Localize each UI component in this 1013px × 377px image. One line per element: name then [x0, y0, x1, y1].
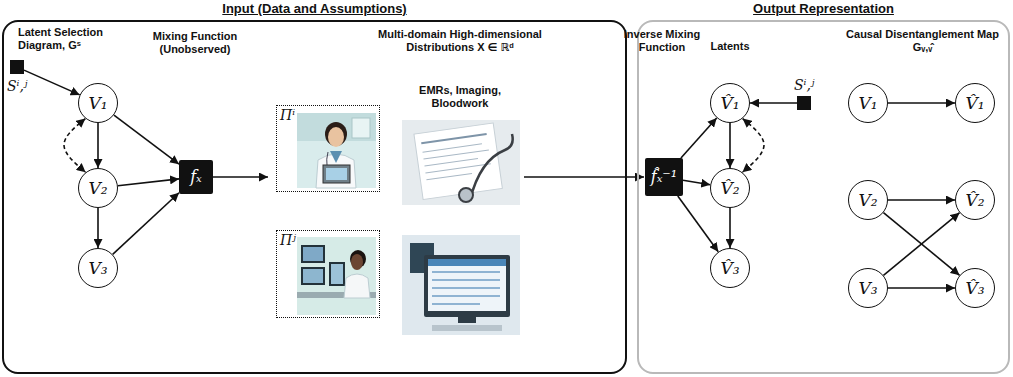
causal-arrow: [883, 213, 959, 276]
causal-arrow: [97, 208, 99, 248]
variable-node: V̂₁: [710, 83, 750, 123]
annotation-label: Mixing Function (Unobserved): [152, 30, 238, 56]
causal-arrow: [888, 199, 955, 201]
imaging-photo: [402, 235, 520, 335]
causal-arrow: [729, 208, 731, 248]
node-label: V₃: [858, 278, 877, 298]
annotation-label: Multi-domain High-dimensional Distributi…: [355, 28, 565, 54]
confounding-arc: [64, 119, 86, 173]
annotation-label: Causal Disentanglement Map Gᵥ,ᵥ̂: [845, 28, 1000, 54]
node-label: V₃: [88, 258, 107, 278]
annotation-label: Latents: [700, 40, 760, 53]
variable-node: V₁: [78, 83, 118, 123]
clinician-photo: [297, 237, 376, 315]
causal-arrow: [883, 213, 959, 276]
node-label: V̂₂: [965, 190, 984, 210]
selection-node: Sⁱ,ʲ: [797, 96, 811, 110]
causal-arrow: [683, 180, 710, 185]
causal-arrow: [113, 193, 179, 255]
node-label: V₂: [88, 178, 107, 198]
variable-node: V₂: [848, 180, 888, 220]
node-label: V̂₂: [720, 178, 739, 198]
selection-node: Sⁱ,ʲ: [10, 60, 24, 74]
annotation-label: Inverse Mixing Function: [612, 28, 712, 54]
causal-arrow: [681, 118, 717, 158]
node-label: Sⁱ,ʲ: [7, 78, 28, 94]
node-label: f̂ₓ⁻¹: [651, 168, 677, 186]
node-label: V̂₁: [965, 93, 984, 113]
variable-node: V̂₁: [955, 83, 995, 123]
node-label: V₁: [88, 93, 107, 113]
variable-node: V̂₂: [955, 180, 995, 220]
node-label: Πʲ: [280, 232, 296, 248]
variable-node: V₁: [848, 83, 888, 123]
panel-title: Input (Data and Assumptions): [4, 1, 625, 16]
domain-box: Πʲ: [276, 230, 380, 318]
causal-arrow: [750, 102, 797, 104]
causal-arrow: [888, 102, 955, 104]
node-label: Sⁱ,ʲ: [794, 77, 815, 93]
variable-node: V̂₃: [710, 248, 750, 288]
node-label: V₁: [858, 93, 877, 113]
domain-box: Πⁱ: [276, 105, 380, 192]
causal-arrow: [118, 179, 179, 186]
panel: Output Representationf̂ₓ⁻¹V̂₁V̂₂V̂₃Sⁱ,ʲV…: [637, 20, 1010, 374]
variable-node: V₃: [848, 268, 888, 308]
variable-node: V̂₂: [710, 168, 750, 208]
clinician-photo: [297, 113, 376, 188]
node-label: V̂₃: [720, 258, 739, 278]
node-label: fₓ: [190, 168, 202, 186]
annotation-label: EMRs, Imaging, Bloodwork: [405, 84, 515, 110]
causal-arrow: [114, 115, 179, 164]
records-photo: [402, 120, 520, 205]
output-arrow: [213, 176, 268, 178]
causal-arrow: [888, 287, 955, 289]
function-box: fₓ: [179, 160, 213, 194]
causal-arrow: [729, 123, 731, 168]
variable-node: V̂₃: [955, 268, 995, 308]
variable-node: V₃: [78, 248, 118, 288]
confounding-arc: [742, 119, 764, 173]
causal-arrow: [24, 70, 80, 95]
node-label: V₂: [858, 190, 877, 210]
function-box: f̂ₓ⁻¹: [645, 158, 683, 196]
causal-arrow: [97, 123, 99, 168]
causal-arrow: [678, 196, 718, 252]
node-label: V̂₁: [720, 93, 739, 113]
panel: Input (Data and Assumptions)Sⁱ,ʲV₁V₂V₃fₓ…: [2, 20, 627, 374]
variable-node: V₂: [78, 168, 118, 208]
node-label: V̂₃: [965, 278, 984, 298]
annotation-label: Latent Selection Diagram, Gˢ: [18, 26, 122, 52]
panel-title: Output Representation: [639, 1, 1008, 16]
node-label: Πⁱ: [280, 107, 295, 123]
